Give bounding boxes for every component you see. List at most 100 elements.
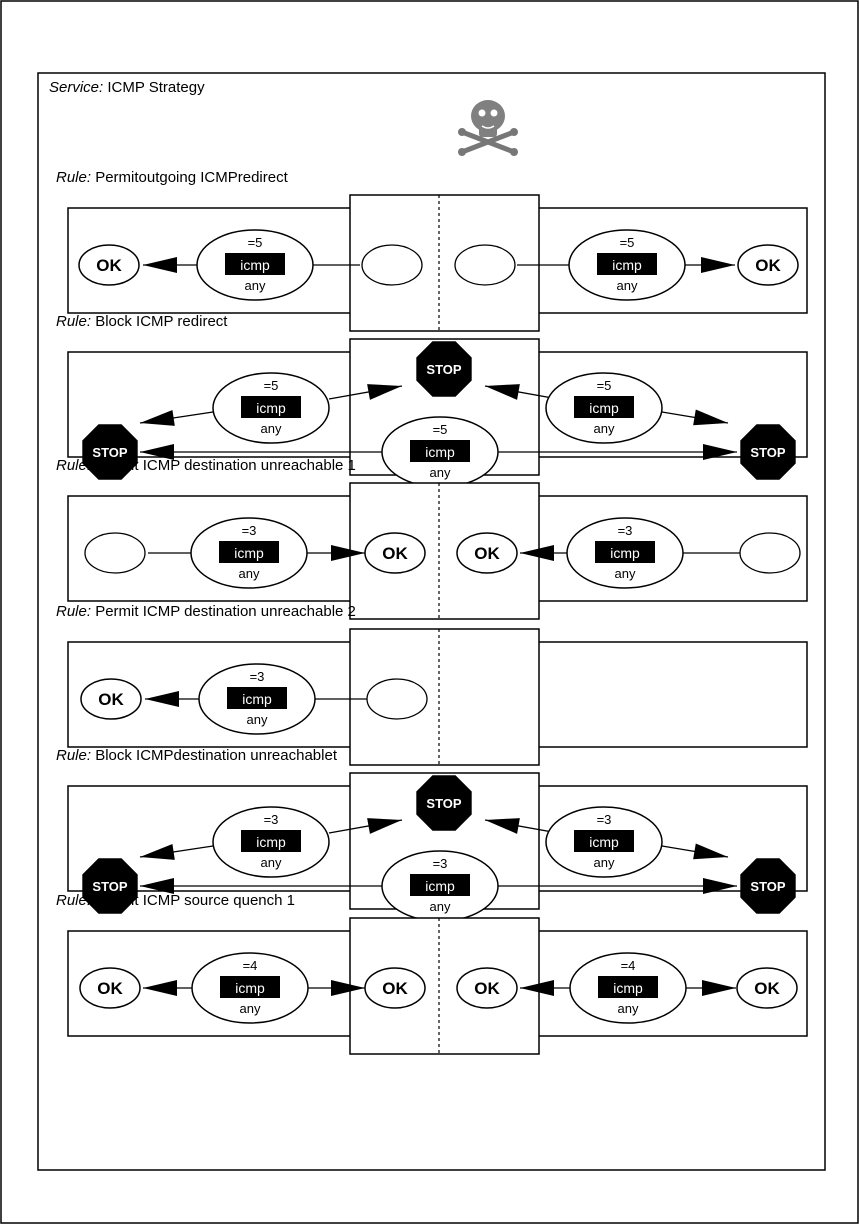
- stop-sign-icon: STOP: [416, 775, 472, 831]
- ok-label: OK: [97, 979, 123, 998]
- arrowhead: [701, 257, 735, 273]
- arrowhead: [693, 843, 728, 860]
- ok-icon: OK: [78, 244, 140, 286]
- filter-match: any: [240, 1001, 261, 1016]
- filter-code: =3: [597, 812, 612, 827]
- stop-sign-icon: STOP: [740, 424, 796, 480]
- empty-node: [454, 244, 516, 286]
- rule-block: Rule: Permit ICMP destination unreachabl…: [56, 603, 808, 766]
- stop-label: STOP: [426, 796, 461, 811]
- rule-name: Permit ICMP destination unreachable 2: [95, 603, 356, 620]
- stop-label: STOP: [92, 879, 127, 894]
- rule-label: Rule:: [56, 457, 95, 474]
- rule-title: Rule: Permit ICMP destination unreachabl…: [56, 457, 356, 474]
- empty-node: [84, 532, 146, 574]
- rule-block: Rule: Block ICMPdestination unreachablet…: [56, 747, 808, 922]
- filter-match: any: [245, 278, 266, 293]
- filter-node: =3 icmp any: [566, 517, 684, 589]
- protocol-box: [227, 687, 287, 709]
- protocol-box: [241, 396, 301, 418]
- filter-protocol: icmp: [256, 834, 286, 850]
- ok-label: OK: [474, 544, 500, 563]
- stop-sign-icon: STOP: [416, 341, 472, 397]
- arrowhead: [520, 545, 554, 561]
- arrowhead: [143, 980, 177, 996]
- arrowhead: [140, 410, 175, 426]
- filter-protocol: icmp: [256, 400, 286, 416]
- filter-match: any: [594, 421, 615, 436]
- filter-code: =3: [264, 812, 279, 827]
- ok-icon: OK: [456, 967, 518, 1009]
- filter-match: any: [430, 899, 451, 914]
- ok-icon: OK: [737, 244, 799, 286]
- rule-name: Permit ICMP source quench 1: [95, 892, 295, 909]
- stop-sign-icon: STOP: [82, 424, 138, 480]
- stop-label: STOP: [92, 445, 127, 460]
- rule-title: Rule: Permit ICMP destination unreachabl…: [56, 603, 356, 620]
- rule-title: Rule: Permitoutgoing ICMPredirect: [56, 169, 289, 186]
- filter-protocol: icmp: [610, 545, 640, 561]
- service-label: Service:: [49, 79, 103, 96]
- filter-match: any: [261, 421, 282, 436]
- rule-label: Rule:: [56, 169, 95, 186]
- ok-icon: OK: [80, 678, 142, 720]
- filter-node: =5 icmp any: [196, 229, 314, 301]
- protocol-box: [595, 541, 655, 563]
- filter-code: =4: [621, 958, 636, 973]
- filter-match: any: [247, 712, 268, 727]
- filter-code: =5: [248, 235, 263, 250]
- stop-label: STOP: [750, 445, 785, 460]
- protocol-box: [220, 976, 280, 998]
- ok-icon: OK: [736, 967, 798, 1009]
- filter-protocol: icmp: [425, 878, 455, 894]
- filter-protocol: icmp: [612, 257, 642, 273]
- stop-sign-icon: STOP: [740, 858, 796, 914]
- filter-protocol: icmp: [589, 834, 619, 850]
- filter-match: any: [239, 566, 260, 581]
- stop-label: STOP: [426, 362, 461, 377]
- empty-node: [366, 678, 428, 720]
- filter-protocol: icmp: [240, 257, 270, 273]
- filter-protocol: icmp: [425, 444, 455, 460]
- rule-block: Rule: Permit ICMP source quench 1OK=4icm…: [56, 892, 808, 1055]
- arrowhead: [367, 818, 402, 834]
- service-name: ICMP Strategy: [107, 79, 205, 96]
- filter-code: =3: [250, 669, 265, 684]
- skull-crossbones-icon: [458, 100, 518, 156]
- arrowhead: [702, 980, 736, 996]
- filter-code: =5: [433, 422, 448, 437]
- protocol-box: [410, 874, 470, 896]
- arrowhead: [331, 980, 365, 996]
- protocol-box: [574, 396, 634, 418]
- arrowhead: [703, 878, 737, 894]
- ok-label: OK: [96, 256, 122, 275]
- filter-code: =5: [620, 235, 635, 250]
- empty-node: [739, 532, 801, 574]
- filter-protocol: icmp: [613, 980, 643, 996]
- arrowhead: [140, 878, 174, 894]
- filter-protocol: icmp: [235, 980, 265, 996]
- empty-node: [361, 244, 423, 286]
- ok-icon: OK: [79, 967, 141, 1009]
- filter-protocol: icmp: [589, 400, 619, 416]
- protocol-box: [574, 830, 634, 852]
- protocol-box: [598, 976, 658, 998]
- filter-match: any: [618, 1001, 639, 1016]
- rule-name: Block ICMP redirect: [95, 313, 228, 330]
- rule-name: Permit ICMP destination unreachable 1: [95, 457, 356, 474]
- arrowhead: [485, 384, 520, 400]
- ok-label: OK: [98, 690, 124, 709]
- arrowhead: [140, 444, 174, 460]
- filter-node: =4 icmp any: [569, 952, 687, 1024]
- rule-title: Rule: Block ICMPdestination unreachablet: [56, 747, 338, 764]
- filter-code: =3: [618, 523, 633, 538]
- filter-match: any: [615, 566, 636, 581]
- stop-sign-icon: STOP: [82, 858, 138, 914]
